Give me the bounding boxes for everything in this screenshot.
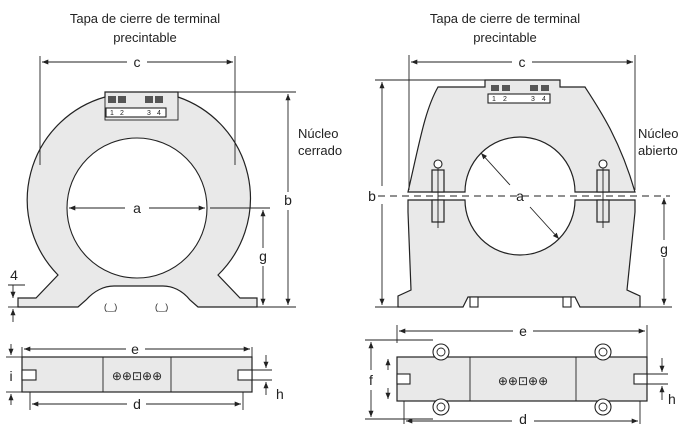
- svg-text:e: e: [131, 341, 139, 357]
- left-terminal-2: 2: [120, 110, 124, 117]
- left-side-label-line2: cerrado: [298, 143, 342, 158]
- left-bottom-symbols: ⊕⊕⊡⊕⊕: [112, 369, 162, 383]
- left-terminal-3: 3: [147, 110, 151, 117]
- svg-text:h: h: [276, 386, 284, 402]
- svg-text:i: i: [9, 368, 12, 384]
- svg-text:g: g: [660, 241, 668, 257]
- right-caption-line1: Tapa de cierre de terminal: [430, 11, 580, 26]
- closed-core-bottom-view: ⊕⊕⊡⊕⊕ e d i h: [6, 341, 284, 412]
- right-terminal-1: 1: [492, 96, 496, 103]
- right-bolt: [596, 159, 610, 228]
- svg-text:e: e: [519, 323, 527, 339]
- open-core-view: Tapa de cierre de terminal precintable 1…: [365, 11, 678, 424]
- svg-text:a: a: [516, 188, 524, 204]
- svg-text:c: c: [134, 54, 141, 70]
- open-core-lower-body: [397, 199, 641, 308]
- right-caption-line2: precintable: [473, 30, 537, 45]
- right-bottom-symbols: ⊕⊕⊡⊕⊕: [498, 374, 548, 388]
- left-hook-2: (‿): [155, 302, 168, 312]
- svg-text:b: b: [284, 192, 292, 208]
- right-dim-b: b: [368, 79, 485, 308]
- left-dim-c: c: [39, 54, 236, 165]
- left-terminal-block: 1 2 3 4: [104, 91, 179, 121]
- closed-core-view: Tapa de cierre de terminal precintable 1…: [6, 11, 342, 412]
- svg-text:a: a: [133, 200, 141, 216]
- left-side-label-line1: Núcleo: [298, 126, 338, 141]
- right-terminal-2: 2: [503, 96, 507, 103]
- left-terminal-1: 1: [110, 110, 114, 117]
- closed-core-aperture: [66, 137, 208, 279]
- open-core-upper-body: [407, 79, 636, 193]
- right-side-label-line2: abierto: [638, 143, 678, 158]
- right-terminal-3: 3: [531, 96, 535, 103]
- open-core-bottom-view: ⊕⊕⊡⊕⊕ e f d: [365, 323, 676, 424]
- svg-text:g: g: [259, 248, 267, 264]
- right-terminal-block: 1 2 3 4: [487, 85, 551, 104]
- left-bolt: [431, 159, 445, 228]
- left-dim-b: b: [178, 91, 296, 308]
- right-dim-g: g: [640, 198, 672, 308]
- svg-text:d: d: [133, 396, 141, 412]
- svg-text:d: d: [519, 411, 527, 424]
- svg-text:c: c: [519, 54, 526, 70]
- right-terminal-4: 4: [542, 96, 546, 103]
- left-dim-a: a: [69, 200, 205, 216]
- left-caption-line2: precintable: [113, 30, 177, 45]
- left-hook-1: (‿): [104, 302, 117, 312]
- right-dim-c: c: [408, 54, 636, 190]
- svg-text:f: f: [369, 372, 373, 388]
- svg-text:4: 4: [10, 267, 18, 283]
- right-side-label-line1: Núcleo: [638, 126, 678, 141]
- left-dim-4: 4: [8, 267, 25, 322]
- left-caption-line1: Tapa de cierre de terminal: [70, 11, 220, 26]
- left-dim-g: g: [210, 207, 270, 305]
- right-dim-a: a: [480, 152, 560, 240]
- left-terminal-4: 4: [157, 110, 161, 117]
- svg-text:h: h: [668, 391, 676, 407]
- svg-text:b: b: [368, 188, 376, 204]
